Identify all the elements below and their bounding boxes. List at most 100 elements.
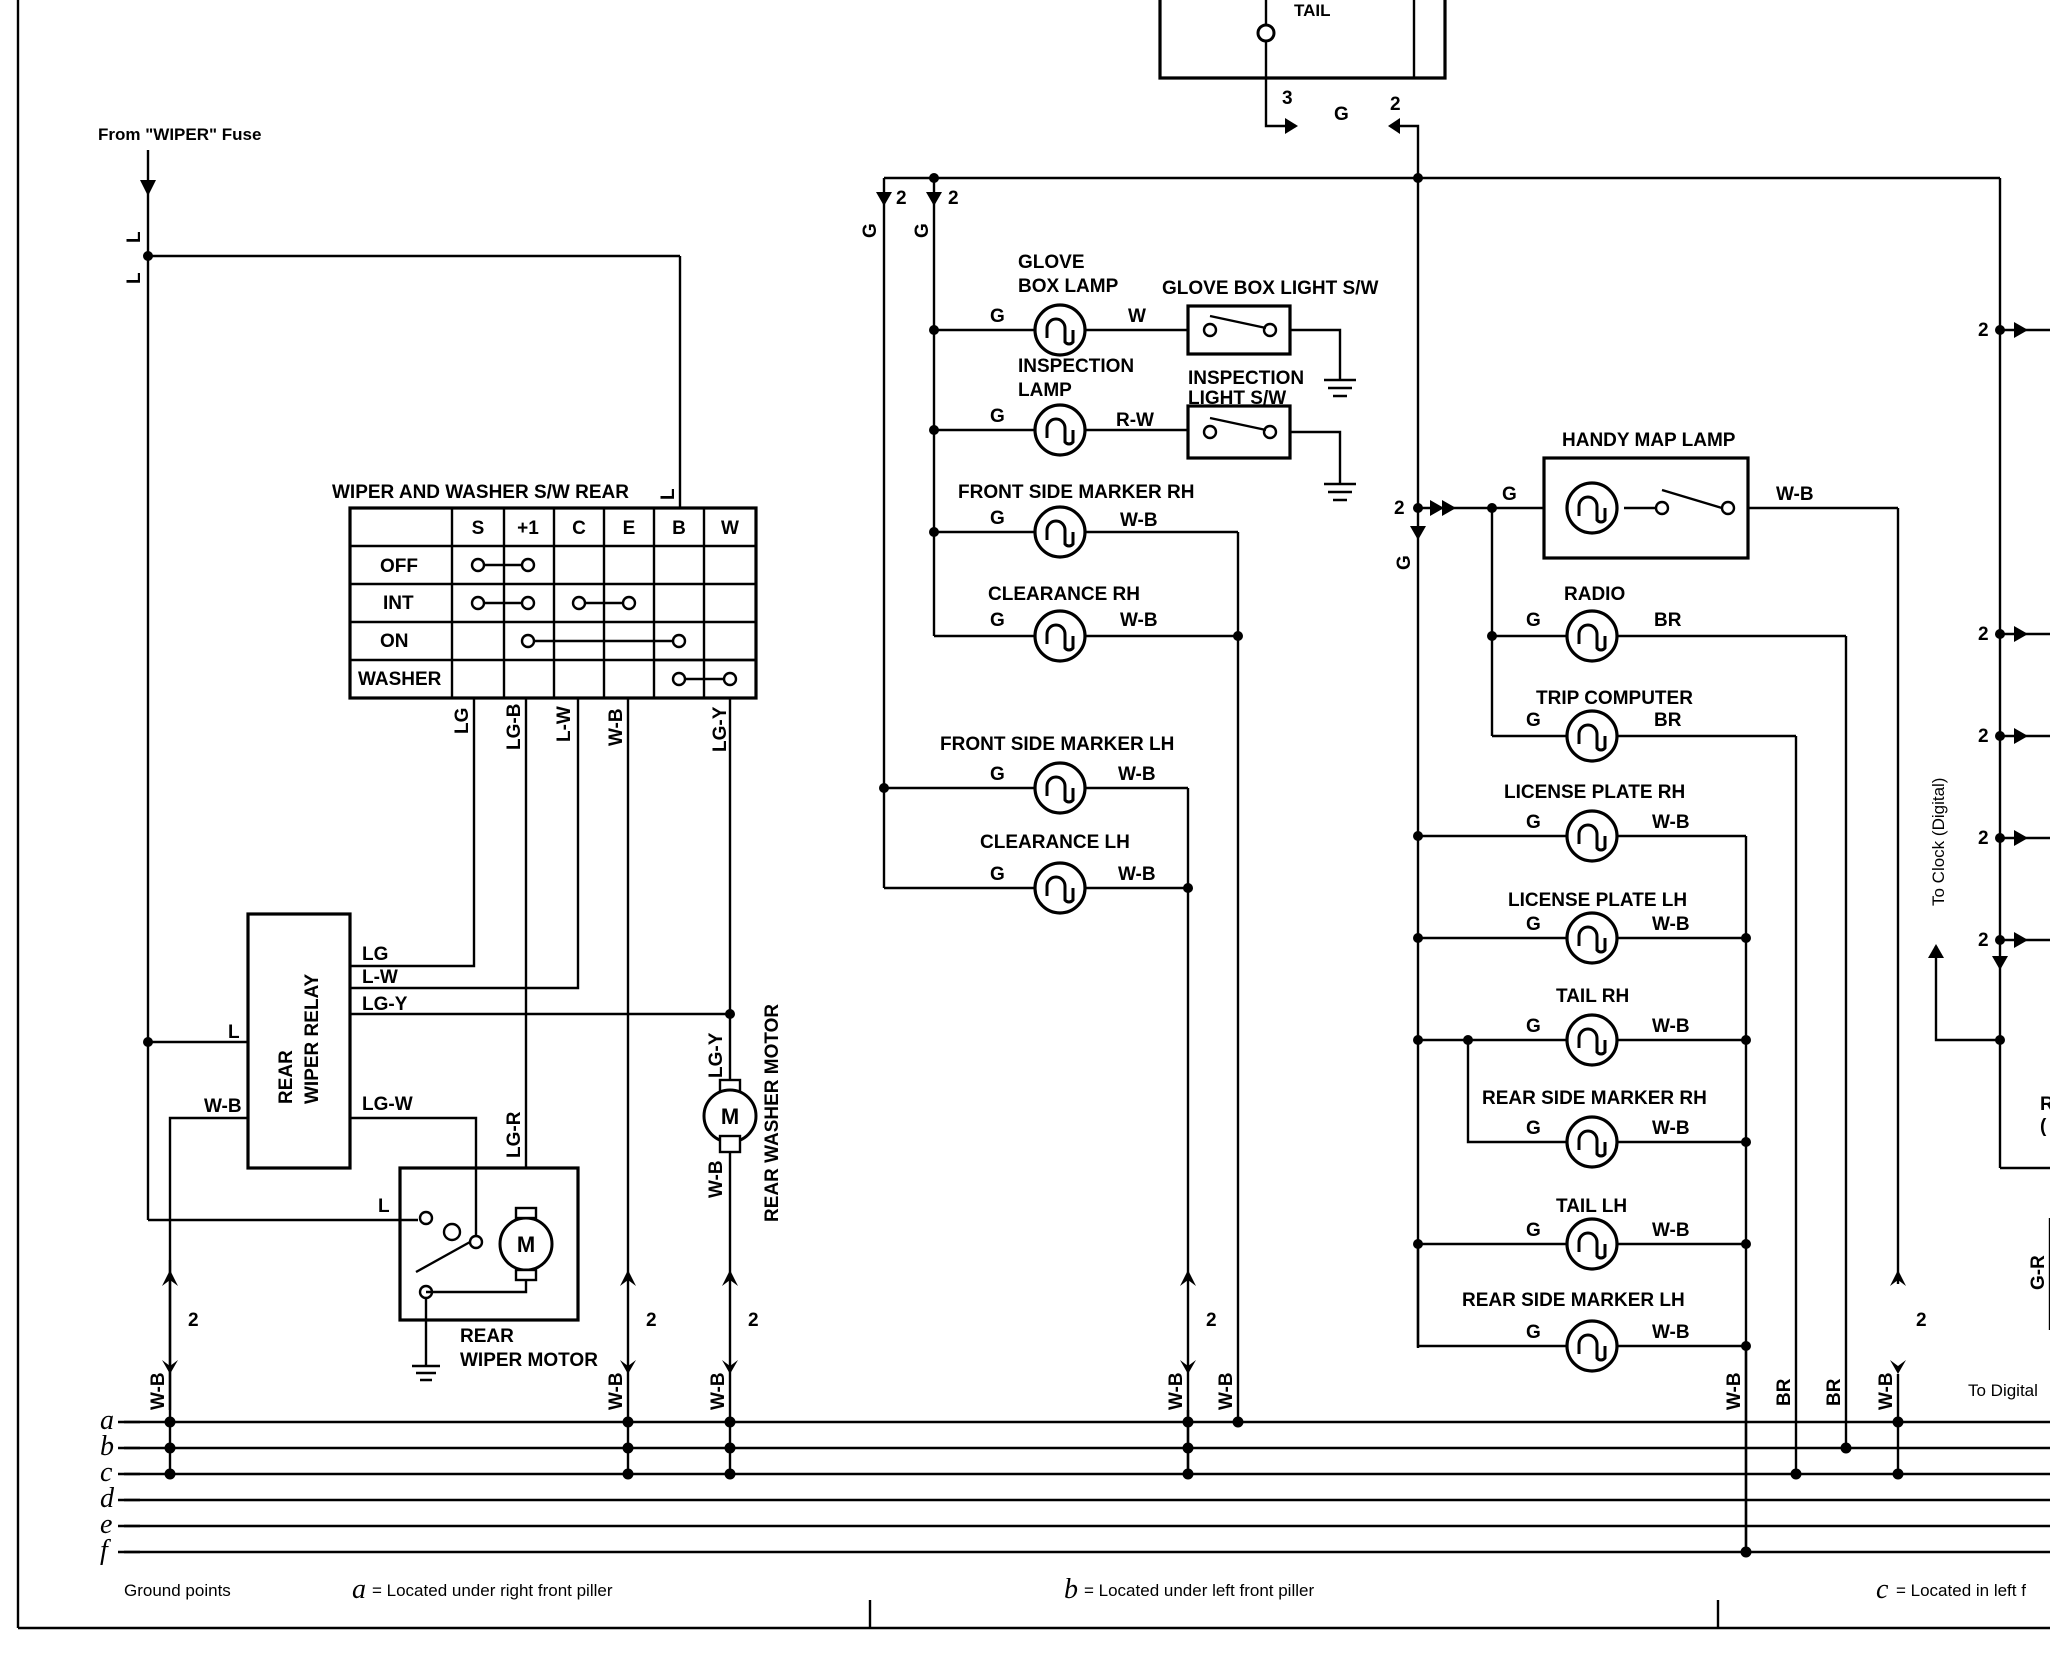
wiper-switch-title: WIPER AND WASHER S/W REAR — [332, 482, 629, 503]
wire-br-label: BR — [1654, 610, 1682, 631]
wire-g-label: G — [912, 223, 933, 238]
wire-g-label: G — [1526, 610, 1541, 631]
conn-2-label: 2 — [1394, 498, 1405, 519]
ground-bus-letter: e — [100, 1509, 112, 1540]
wire-g-label: G — [990, 764, 1005, 785]
rear-wiper-motor: M REAR WIPER MOTOR — [398, 1166, 598, 1382]
lamp-bulb-icon — [1565, 1013, 1619, 1067]
bus-junction-dot — [1892, 1416, 1904, 1428]
wire-w-b-label: W-B — [1120, 610, 1158, 631]
ground-bus-letter: b — [100, 1431, 114, 1462]
legend-a-text: = Located under right front piller — [372, 1581, 613, 1600]
right-edge-r: R — [2040, 1094, 2050, 1115]
drop-628: 2 W-B — [606, 1270, 657, 1474]
lamp-bulb-icon — [1565, 481, 1619, 535]
right-edge-connectors: 2 2 2 2 2 To Clock (Digital) R ( G-R To … — [1928, 320, 2050, 1400]
ground-bus-letter: a — [100, 1405, 114, 1436]
wire-g-label: G — [1502, 484, 1517, 505]
wire-w-b-label: W-B — [1118, 764, 1156, 785]
row-on: ON — [380, 631, 409, 652]
col-s: S — [472, 518, 485, 539]
lamp-bulb-icon — [1565, 1319, 1619, 1373]
wire-w-b-label: W-B — [1120, 510, 1158, 531]
wire-w-b-label: W-B — [706, 1160, 727, 1198]
pin-3-label: 3 — [1282, 88, 1293, 109]
wire-l-w-label: L-W — [362, 967, 398, 988]
row-washer: WASHER — [358, 669, 442, 690]
bus-junction-dot — [724, 1468, 736, 1480]
front-side-marker-rh-label: FRONT SIDE MARKER RH — [958, 482, 1194, 503]
from-wiper-fuse-label: From "WIPER" Fuse — [98, 125, 261, 144]
ground-legend: Ground points a = Located under right fr… — [124, 1574, 2026, 1605]
wire-l-label: L — [378, 1196, 390, 1217]
col-c: C — [572, 518, 586, 539]
wire-g-label: G — [1526, 1322, 1541, 1343]
wire-w-b-label: W-B — [1724, 1372, 1745, 1410]
wire-lg-y-label: LG-Y — [706, 1032, 727, 1078]
conn-2-label: 2 — [1978, 930, 1989, 951]
wire-g-r-label: G-R — [2028, 1255, 2049, 1290]
conn-2-label: 2 — [1916, 1310, 1927, 1331]
glove-box-sw-label: GLOVE BOX LIGHT S/W — [1162, 278, 1378, 299]
wire-w-b-label: W-B — [1118, 864, 1156, 885]
ground-drops: 2 W-B 2 W-B 2 W-B 2 W-B W-B W-B BR BR — [148, 1260, 1927, 1474]
lamp-bulb-icon — [1033, 609, 1087, 663]
lamp-bulb-icon — [1033, 861, 1087, 915]
right-edge-paren: ( — [2040, 1116, 2047, 1137]
wiper-wiring: LG L-W LG-Y L W-B LG-W LG-R L — [143, 698, 735, 1410]
col-w: W — [721, 518, 739, 539]
wire-w-b-label: W-B — [1652, 1016, 1690, 1037]
lamp-bulb-icon — [1565, 1115, 1619, 1169]
drop-730: 2 W-B — [708, 1270, 759, 1474]
wire-g-label: G — [1526, 1220, 1541, 1241]
wire-lg-y-label: LG-Y — [362, 994, 408, 1015]
bus-junction-dot — [1892, 1468, 1904, 1480]
ground-bus-letter: f — [100, 1535, 111, 1566]
wire-g-label: G — [990, 508, 1005, 529]
lamp-bulb-icon — [1565, 609, 1619, 663]
license-plate-lh-label: LICENSE PLATE LH — [1508, 890, 1687, 911]
bus-junction-dot — [622, 1468, 634, 1480]
drop-170: 2 W-B — [148, 1260, 199, 1474]
wire-g-label: G — [1526, 1016, 1541, 1037]
rear-washer-motor: LG-Y M W-B REAR WASHER MOTOR — [702, 1004, 783, 1410]
bus-junction-dot — [724, 1442, 736, 1454]
conn-2-label: 2 — [748, 1310, 759, 1331]
ground-bus-letter: d — [100, 1483, 115, 1514]
wire-br-label: BR — [1774, 1378, 1795, 1406]
wire-w-label: W — [1128, 306, 1146, 327]
wire-l-label: L — [658, 488, 679, 500]
inspection-sw-label-1: INSPECTION — [1188, 368, 1304, 389]
wire-lg-y-label: LG-Y — [710, 706, 731, 752]
tail-lh-label: TAIL LH — [1556, 1196, 1627, 1217]
bus-junction-dot — [164, 1442, 176, 1454]
wire-w-b-label: W-B — [1652, 1322, 1690, 1343]
conn-2-label: 2 — [646, 1310, 657, 1331]
pin-2-label: 2 — [1390, 94, 1401, 115]
to-digital-label: To Digital — [1968, 1381, 2038, 1400]
wire-w-b-label: W-B — [1652, 1118, 1690, 1139]
wire-g-label: G — [990, 864, 1005, 885]
wire-w-b-label: W-B — [708, 1372, 729, 1410]
conn-2-label: 2 — [896, 188, 907, 209]
glove-box-lamp-label-2: BOX LAMP — [1018, 276, 1119, 297]
lamp-bulb-icon — [1033, 303, 1087, 357]
row-off: OFF — [380, 556, 418, 577]
to-clock-label: To Clock (Digital) — [1929, 778, 1948, 906]
rear-side-marker-lh-label: REAR SIDE MARKER LH — [1462, 1290, 1685, 1311]
washer-motor-symbol: M — [721, 1104, 739, 1129]
lamp-bulb-icon — [1565, 809, 1619, 863]
tail-label: TAIL — [1294, 1, 1331, 20]
wire-g-label: G — [990, 406, 1005, 427]
glove-box-circuit: GLOVE BOX LAMP GLOVE BOX LIGHT S/W G W I… — [929, 252, 1378, 502]
rear-wiper-relay: REAR WIPER RELAY — [246, 912, 352, 1170]
wire-w-b-label: W-B — [1876, 1372, 1897, 1410]
glove-box-lamp-label-1: GLOVE — [1018, 252, 1085, 273]
wire-lg-label: LG — [452, 708, 473, 734]
drop-1898: 2 W-B — [1876, 1270, 1927, 1474]
front-right-lamps: FRONT SIDE MARKER RH G W-B CLEARANCE RH … — [929, 482, 1243, 1420]
rear-lamps: LICENSE PLATE RH G W-B LICENSE PLATE LH … — [1413, 782, 1751, 1552]
clearance-lh-label: CLEARANCE LH — [980, 832, 1130, 853]
wire-lg-r-label: LG-R — [504, 1111, 525, 1158]
